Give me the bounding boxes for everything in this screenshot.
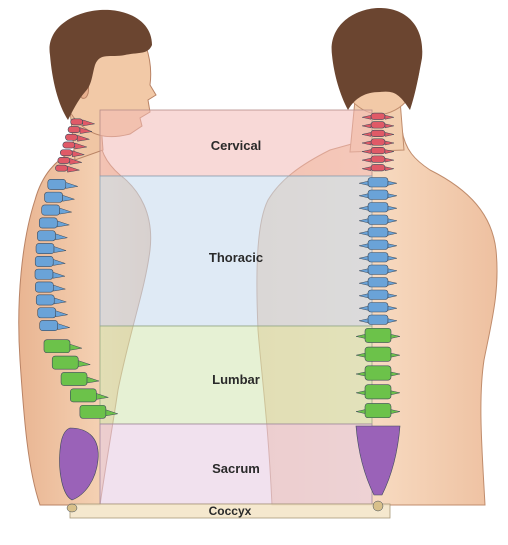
back-vertebra-lumbar [355,365,401,381]
label-lumbar: Lumbar [212,372,260,387]
side-vertebra-cervical [59,149,85,158]
back-vertebra-cervical [361,155,395,163]
back-vertebra-thoracic [358,277,398,288]
side-vertebra-thoracic [47,178,78,190]
back-vertebra-thoracic [358,239,398,250]
side-vertebra-thoracic [39,320,70,332]
side-vertebra-thoracic [35,294,67,306]
side-vertebra-thoracic [34,255,66,267]
band-lumbar [99,325,373,425]
back-vertebra-thoracic [358,227,398,238]
side-vertebra-thoracic [37,307,68,319]
back-vertebra-cervical [361,138,395,146]
side-vertebra-thoracic [35,281,66,293]
side-vertebra-thoracic [38,217,70,229]
side-vertebra-lumbar [79,404,118,419]
side-vertebra-thoracic [37,230,68,242]
back-vertebra-cervical [361,129,395,137]
back-vertebra-thoracic [358,189,398,200]
side-vertebra-cervical [67,126,93,134]
back-vertebra-thoracic [358,252,398,263]
back-vertebra-cervical [361,147,395,155]
side-vertebra-cervical [65,133,90,142]
side-vertebra-thoracic [44,191,75,203]
label-sacrum: Sacrum [212,461,260,476]
back-vertebra-thoracic [358,214,398,225]
side-vertebra-cervical [57,157,82,165]
side-spine [34,118,118,513]
back-vertebra-thoracic [358,202,398,213]
label-cervical: Cervical [210,138,262,153]
back-vertebra-lumbar [355,327,401,343]
back-hair [331,8,423,110]
side-vertebra-lumbar [43,339,83,354]
back-vertebra-sacrum [355,425,401,496]
back-vertebra-coccyx [372,500,384,512]
back-vertebra-thoracic [358,314,398,325]
back-spine [355,112,401,512]
back-vertebra-thoracic [358,302,398,313]
side-vertebra-cervical [62,141,87,150]
back-vertebra-lumbar [355,346,401,362]
label-coccyx: Coccyx [208,504,252,518]
region-bands [69,109,391,519]
side-vertebra-sacrum [59,427,99,501]
side-vertebra-thoracic [41,204,72,216]
back-vertebra-thoracic [358,177,398,188]
side-vertebra-cervical [70,118,95,127]
band-sacrum [99,423,373,505]
side-vertebra-coccyx [66,503,78,513]
back-vertebra-lumbar [355,403,401,419]
band-thoracic [99,175,373,327]
back-vertebra-lumbar [355,384,401,400]
side-vertebra-thoracic [34,268,66,280]
back-vertebra-cervical [361,112,395,120]
side-vertebra-lumbar [51,355,91,370]
side-vertebra-lumbar [70,388,109,403]
back-vertebra-thoracic [358,264,398,275]
side-vertebra-cervical [55,164,80,173]
back-vertebra-cervical [361,164,395,172]
side-hair [49,9,152,120]
label-thoracic: Thoracic [208,250,264,265]
side-vertebra-thoracic [35,243,67,255]
side-vertebra-lumbar [60,372,100,386]
back-vertebra-thoracic [358,289,398,300]
back-vertebra-cervical [361,121,395,129]
